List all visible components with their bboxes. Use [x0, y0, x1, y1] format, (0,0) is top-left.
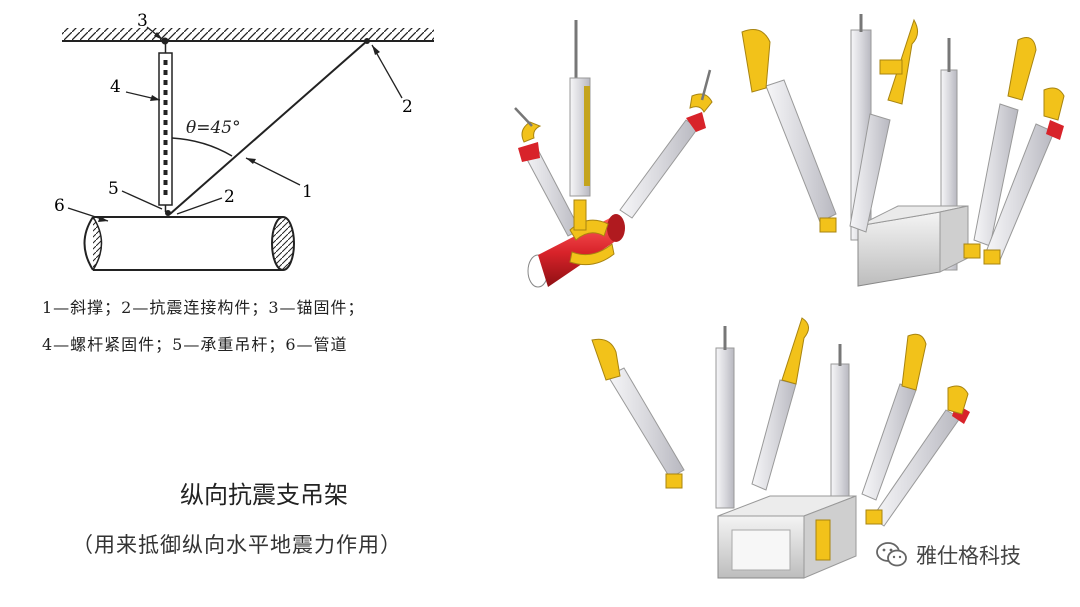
rod-slot	[163, 180, 168, 185]
pipe-seismic-support-render	[514, 20, 713, 288]
angle-arc	[171, 137, 233, 157]
caption-title: 纵向抗震支吊架	[180, 481, 348, 509]
rendered-illustrations	[514, 14, 1065, 579]
rod-slot	[163, 190, 168, 195]
wechat-icon	[876, 542, 907, 567]
rod-slot	[163, 150, 168, 155]
tray-seismic-support-render-top	[741, 14, 1065, 287]
rod-slot	[163, 80, 168, 85]
caption-subtitle: （用来抵御纵向水平地震力作用）	[72, 533, 402, 557]
callout-1: 1	[302, 182, 313, 202]
rod-slot	[163, 140, 168, 145]
watermark-text: 雅仕格科技	[916, 544, 1021, 568]
rod-slot	[163, 110, 168, 115]
callout-6: 6	[54, 196, 65, 216]
rod-slot	[163, 170, 168, 175]
rod-slot	[163, 160, 168, 165]
callout-4: 4	[110, 77, 121, 97]
watermark: 雅仕格科技	[876, 540, 1021, 570]
angle-label: θ=45°	[186, 118, 241, 138]
tray-seismic-support-render-bottom	[591, 317, 970, 579]
rod-slot	[163, 60, 168, 65]
callout-2-top: 2	[402, 97, 413, 117]
rod-slot	[163, 120, 168, 125]
technical-diagram: θ=45° 3 4 2 1 5 2 6	[54, 11, 434, 271]
callout-5: 5	[108, 179, 119, 199]
legend-line-2: 4—螺杆紧固件；5—承重吊杆；6—管道	[42, 335, 348, 354]
callout-2-bottom: 2	[224, 187, 235, 207]
callout-3: 3	[137, 11, 148, 31]
ceiling	[62, 28, 434, 42]
rod-slot	[163, 130, 168, 135]
pipe	[83, 216, 295, 271]
diagonal-brace	[169, 40, 368, 215]
hanger-rod	[158, 41, 173, 212]
legend-line-1: 1—斜撑；2—抗震连接构件；3—锚固件；	[42, 298, 365, 317]
rod-slot	[163, 90, 168, 95]
rod-slot	[163, 70, 168, 75]
rod-slot	[163, 100, 168, 105]
